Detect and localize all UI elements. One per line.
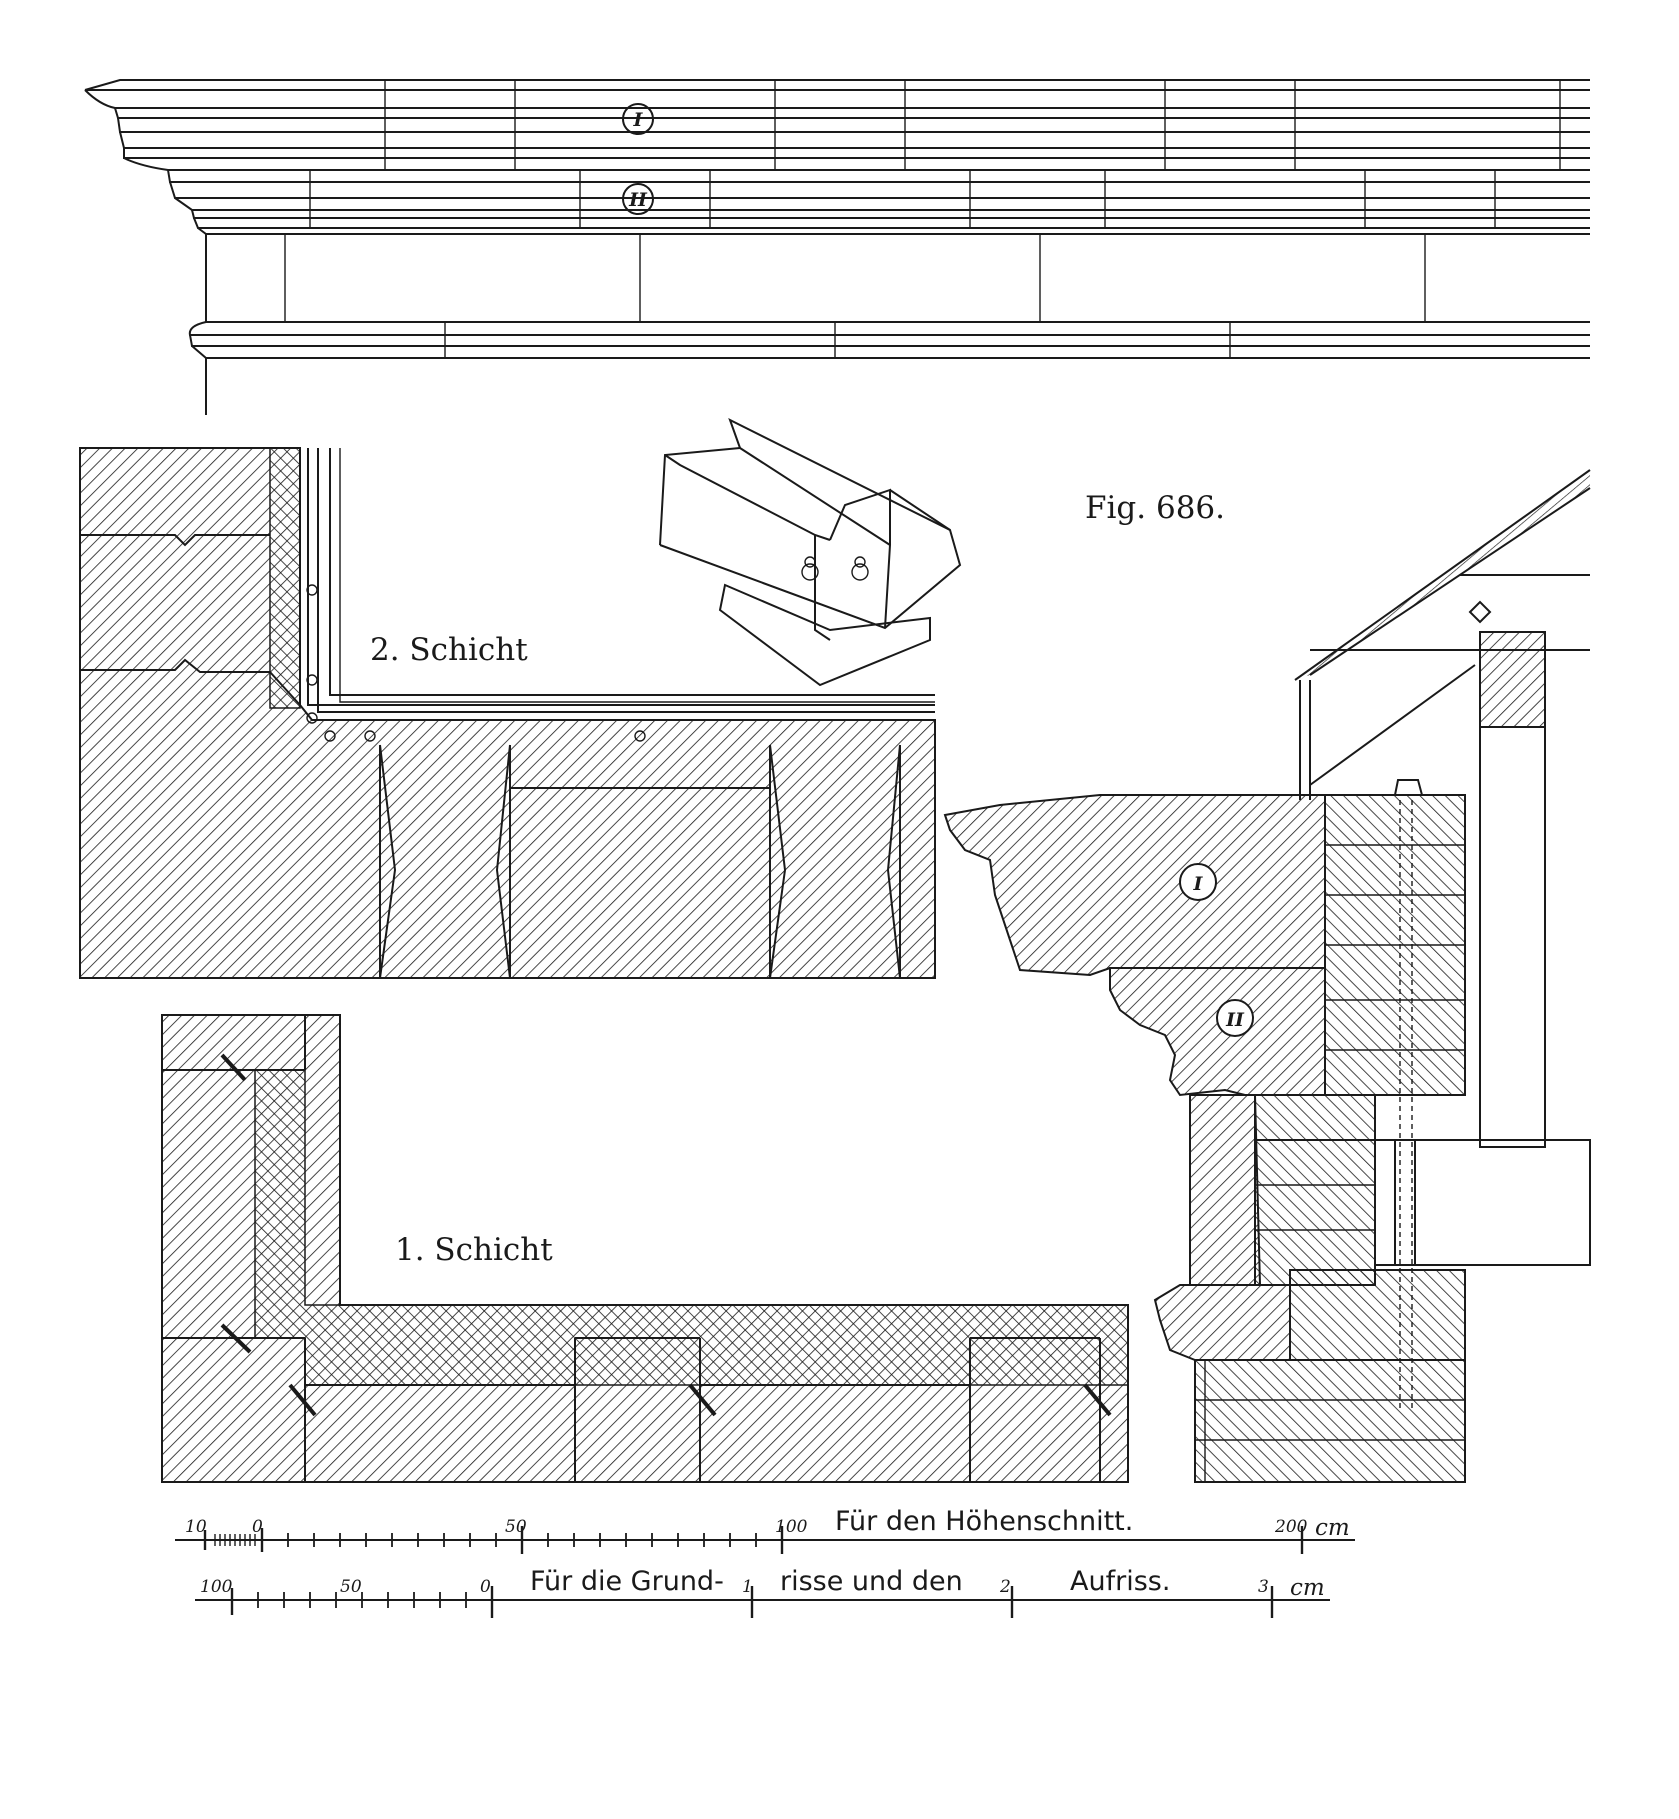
plan-layer-2: 2. Schicht	[79, 447, 936, 979]
scale-plans-caption-2: risse und den	[780, 1566, 963, 1597]
iron-clamp-detail	[659, 417, 962, 687]
scale-section-tick-10: 10	[185, 1517, 207, 1537]
cornice-elevation: I II	[84, 79, 1590, 415]
stone-1-label: I	[633, 109, 644, 131]
stone-2-label: II	[628, 189, 648, 211]
section-stone-1-label: I	[1193, 873, 1204, 895]
scale-plans-caption-3: Aufriss.	[1070, 1566, 1170, 1597]
stone-marker-1: I	[622, 103, 654, 135]
scale-section-tick-100: 100	[775, 1517, 808, 1537]
layer-2-label: 2. Schicht	[370, 632, 528, 668]
scale-plans-tick-100: 100	[200, 1577, 233, 1597]
scale-plans-tick-1: 1	[742, 1577, 753, 1597]
scale-section-unit: cm	[1315, 1515, 1350, 1541]
stone-marker-2: II	[622, 183, 654, 215]
scale-plans-tick-50: 50	[340, 1577, 362, 1597]
scale-section-tick-50: 50	[505, 1517, 527, 1537]
figure-caption: Fig. 686.	[1085, 490, 1225, 526]
layer-1-label: 1. Schicht	[395, 1232, 553, 1268]
section-stone-2-label: II	[1225, 1009, 1245, 1031]
scale-bar-plans: 100 50 0 1 2 3 cm Für die Grund- risse u…	[195, 1566, 1330, 1618]
scale-bar-section: 10 0 50 100 200 cm Für den Höhenschnitt.	[175, 1506, 1355, 1554]
section-stone-2: II	[1216, 999, 1254, 1037]
scale-section-tick-0: 0	[252, 1517, 263, 1537]
scale-plans-tick-2: 2	[999, 1577, 1011, 1597]
scale-plans-tick-0: 0	[480, 1577, 491, 1597]
scale-plans-caption-1: Für die Grund-	[530, 1566, 724, 1597]
scale-plans-tick-3: 3	[1258, 1577, 1269, 1597]
vertical-section: I II	[943, 469, 1591, 1483]
scale-section-tick-200: 200	[1274, 1517, 1308, 1537]
scale-section-caption: Für den Höhenschnitt.	[835, 1506, 1133, 1537]
plan-layer-1: 1. Schicht	[161, 1014, 1129, 1483]
scale-plans-unit: cm	[1290, 1575, 1325, 1601]
section-stone-1: I	[1179, 863, 1217, 901]
